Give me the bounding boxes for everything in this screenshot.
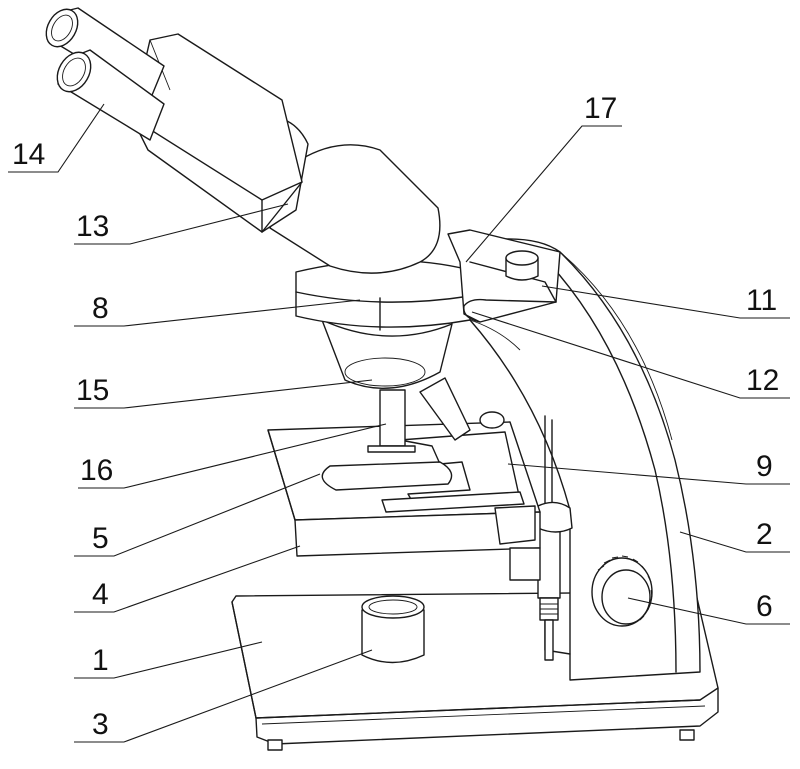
objective-lens <box>367 377 505 453</box>
label-15: 15 <box>76 374 109 407</box>
light-source-cup <box>361 595 425 664</box>
focus-rack <box>537 501 573 661</box>
label-4: 4 <box>92 578 109 611</box>
slide-clip <box>381 431 536 545</box>
label-1: 1 <box>92 644 109 677</box>
eyepiece-left <box>45 7 165 101</box>
label-17: 17 <box>584 92 617 125</box>
label-12: 12 <box>746 364 779 397</box>
part-numbers: 14 13 8 15 16 5 4 1 3 17 11 12 9 2 6 <box>12 92 779 741</box>
focus-knob <box>591 555 653 627</box>
label-2: 2 <box>756 518 773 551</box>
label-14: 14 <box>12 138 45 171</box>
locking-knob <box>505 250 539 281</box>
label-5: 5 <box>92 522 109 555</box>
label-8: 8 <box>92 292 109 325</box>
label-3: 3 <box>92 708 109 741</box>
label-9: 9 <box>756 450 773 483</box>
label-11: 11 <box>746 284 777 317</box>
eyepiece-right <box>56 49 165 141</box>
head-ring <box>295 259 471 331</box>
label-6: 6 <box>756 590 773 623</box>
leader-lines <box>8 103 790 743</box>
label-13: 13 <box>76 210 109 243</box>
nosepiece <box>321 319 453 389</box>
stage-opening <box>321 461 453 491</box>
label-16: 16 <box>80 454 113 487</box>
